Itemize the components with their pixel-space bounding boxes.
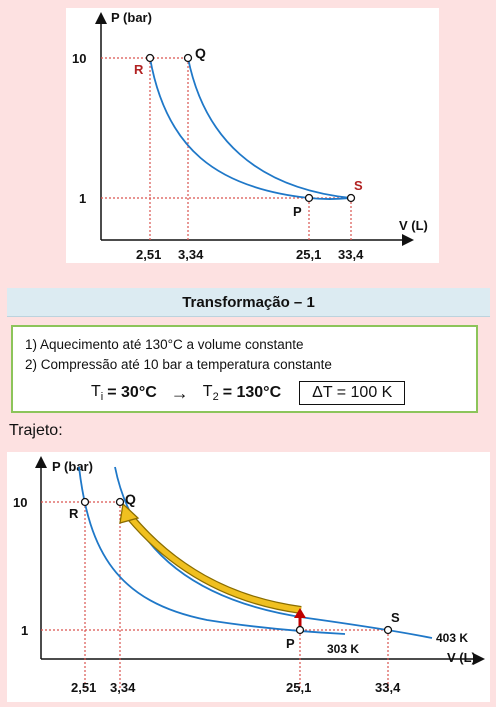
x-tick-25-1: 25,1 bbox=[296, 247, 321, 262]
trajeto-label: Trajeto: bbox=[9, 422, 63, 439]
t1-value: = 30°C bbox=[107, 384, 157, 401]
x-tick-3-34: 3,34 bbox=[110, 680, 136, 695]
guide-lines bbox=[101, 57, 352, 240]
label-q: Q bbox=[195, 45, 206, 61]
y-tick-1: 1 bbox=[21, 623, 28, 638]
point-p bbox=[304, 193, 314, 203]
label-r: R bbox=[134, 62, 144, 77]
isotherm-cold bbox=[149, 57, 352, 201]
x-tick-3-34: 3,34 bbox=[178, 247, 204, 262]
t2-symbol: T2 bbox=[202, 382, 219, 404]
point-s bbox=[383, 625, 393, 635]
y-tick-1: 1 bbox=[79, 191, 86, 206]
point-r bbox=[80, 497, 90, 507]
point-s bbox=[346, 193, 356, 203]
guide-lines bbox=[41, 501, 389, 688]
step-1-text: 1) Aquecimento até 130°C a volume consta… bbox=[25, 337, 304, 352]
x-tick-25-1: 25,1 bbox=[286, 680, 311, 695]
x-axis-label: V (L) bbox=[447, 650, 476, 665]
step-2-text: 2) Compressão até 10 bar a temperatura c… bbox=[25, 357, 332, 372]
x-tick-2-51: 2,51 bbox=[136, 247, 161, 262]
y-tick-10: 10 bbox=[72, 51, 86, 66]
label-r: R bbox=[69, 506, 79, 521]
t1-symbol: Ti bbox=[91, 382, 104, 404]
x-tick-2-51: 2,51 bbox=[71, 680, 96, 695]
label-p: P bbox=[286, 636, 295, 651]
x-tick-33-4: 33,4 bbox=[338, 247, 364, 262]
bottom-pv-svg: P (bar) V (L) 10 1 2,51 3,34 25,1 33,4 bbox=[13, 456, 485, 695]
label-q: Q bbox=[125, 491, 136, 507]
y-axis-label: P (bar) bbox=[52, 459, 93, 474]
transformation-info-box: 1) Aquecimento até 130°C a volume consta… bbox=[11, 325, 478, 413]
compression-path-arrow bbox=[126, 514, 302, 614]
t2-value: = 130°C bbox=[222, 384, 282, 401]
point-r bbox=[145, 53, 155, 63]
top-pv-diagram: P (bar) V (L) 10 1 2,51 3,34 25,1 33,4 R… bbox=[66, 8, 439, 263]
bottom-pv-diagram: P (bar) V (L) 10 1 2,51 3,34 25,1 33,4 bbox=[7, 452, 490, 702]
label-s: S bbox=[391, 610, 400, 625]
heating-arrowhead bbox=[294, 608, 306, 618]
y-axis-label: P (bar) bbox=[111, 10, 152, 25]
top-pv-svg: P (bar) V (L) 10 1 2,51 3,34 25,1 33,4 R… bbox=[72, 10, 428, 262]
isotherm-cold bbox=[78, 466, 346, 635]
label-p: P bbox=[293, 204, 302, 219]
point-p bbox=[295, 625, 305, 635]
temperature-equation: Ti = 30°C → T2 = 130°C ΔT = 100 K bbox=[91, 379, 406, 407]
label-s: S bbox=[354, 178, 363, 193]
y-tick-10: 10 bbox=[13, 495, 27, 510]
isotherm-hot bbox=[187, 57, 352, 199]
transformation-title: Transformação – 1 bbox=[7, 288, 490, 317]
x-tick-33-4: 33,4 bbox=[375, 680, 401, 695]
point-q bbox=[183, 53, 193, 63]
x-axis-label: V (L) bbox=[399, 218, 428, 233]
right-arrow-icon: → bbox=[170, 382, 189, 403]
isotherm-label-303: 303 K bbox=[327, 642, 359, 656]
compression-arrowhead bbox=[119, 502, 140, 524]
isotherm-label-403: 403 K bbox=[436, 631, 468, 645]
point-q bbox=[115, 497, 125, 507]
delta-t-box: ΔT = 100 K bbox=[299, 381, 406, 405]
